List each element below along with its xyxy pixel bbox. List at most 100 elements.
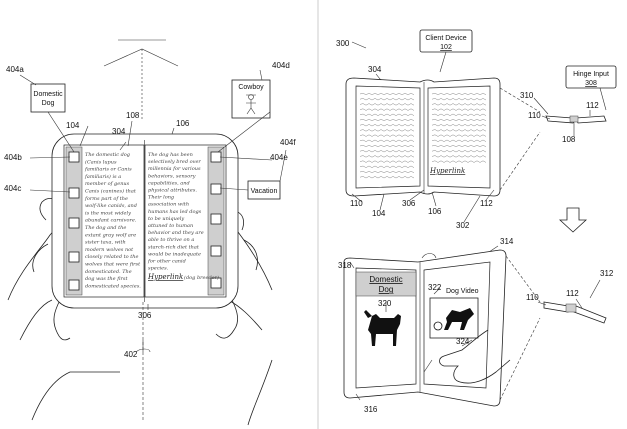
text-line: The domestic dog [85,152,130,158]
text-line: abundant carnivore. [85,218,137,224]
hyperlink-text[interactable]: Hyperlink [147,273,183,281]
ref-318: 318 [338,261,352,270]
bottom-domestic-label-2[interactable]: Dog [379,285,394,294]
text-line: Canis (canines) that [85,188,137,195]
text-line: sister taxa, with [85,240,126,246]
hinge-side-view-bottom [544,302,606,323]
text-line: would be inadequate [148,251,201,257]
ref-312: 312 [600,269,614,278]
hyperlink-suffix: (dog breeder) [184,274,219,281]
text-line: association with [148,202,189,208]
cowboy-icon[interactable] [69,188,79,198]
ref-302: 302 [456,221,470,230]
car-icon[interactable] [69,252,79,262]
ref-112-bottom: 112 [566,289,579,298]
ref-110-top: 110 [350,199,363,208]
client-device-label: Client Device [425,35,466,42]
ref-304: 304 [112,127,126,136]
text-line: domesticated. The [85,269,132,275]
ref-304-top: 304 [368,65,382,74]
ref-110-bottom: 110 [526,293,539,302]
text-line: domesticated species. [85,283,141,289]
text-line: able to thrive on a [148,237,194,243]
text-line: familiaris or Canis [84,167,132,173]
text-line: humans has led dogs [148,209,202,215]
ref-314: 314 [500,237,514,246]
ref-112-top: 112 [480,199,493,208]
hinge-input-label: Hinge Input [573,71,609,78]
text-line: starch-rich diet that [148,244,200,250]
text-line: to be uniquely [148,216,184,222]
transition-arrow-icon [560,208,586,232]
text-line: member of genus [85,181,130,187]
ref-104: 104 [66,121,80,130]
text-line: extant gray wolf are [85,232,136,238]
hinge-input-ref: 308 [585,80,597,87]
left-figure: The domestic dog(Canis lupus familiaris o… [4,40,296,425]
ref-104-top: 104 [372,209,386,218]
ref-316: 316 [364,405,378,414]
ref-404d: 404d [272,61,290,70]
ref-404f: 404f [280,138,296,147]
note-icon[interactable] [211,246,221,256]
text-line: familiaris) is a [84,173,121,180]
right-top-figure: 300 Client Device 102 304 Hyperlink 110 … [336,30,616,230]
ref-300: 300 [336,39,350,48]
ref-112-side: 112 [586,101,599,110]
ref-324: 324 [456,337,470,346]
ref-108-side: 108 [562,135,576,144]
text-line: Their long [148,195,174,201]
text-line: behavior and they are [148,230,204,236]
right-bottom-figure: 314 Domestic Dog Dog Video 318 320 322 3… [338,237,614,414]
text-line: physical attributes. [148,188,197,194]
text-line: (Canis lupus [85,158,117,165]
ref-306-top: 306 [402,199,416,208]
text-line: capabilities, and [148,180,190,186]
text-line: behaviors, sensory [148,173,196,179]
client-device-ref: 102 [440,44,452,51]
person-icon[interactable] [211,152,221,162]
chart-icon[interactable] [211,214,221,224]
text-line: millennia for various [148,166,201,172]
domestic-dog-label-line1: Domestic [33,91,63,98]
text-line: dog was the first [85,276,128,282]
bookmark-icon[interactable] [69,152,79,162]
text-line: modern wolves not [85,247,134,253]
text-line: attuned to human [148,223,193,229]
ref-310: 310 [520,91,534,100]
text-line: The dog has been [148,152,193,158]
domestic-dog-callout [31,84,65,112]
ref-110-side: 110 [528,111,541,120]
ref-404c: 404c [4,184,21,193]
text-line: selectively bred over [148,159,201,165]
ref-404b: 404b [4,153,22,162]
ref-404e: 404e [270,153,288,162]
house-icon[interactable] [211,184,221,194]
cowboy-label: Cowboy [238,84,264,91]
right-page-text: The dog has beenselectively bred overmil… [147,152,204,272]
ref-320: 320 [378,299,392,308]
ref-106-top: 106 [428,207,442,216]
text-line: for other canid [147,259,186,265]
dog-video-label: Dog Video [446,288,479,295]
ref-306: 306 [138,311,152,320]
ref-106: 106 [176,119,190,128]
ref-108: 108 [126,111,140,120]
text-line: wolves that were first [85,262,141,268]
ref-404a: 404a [6,65,24,74]
text-line: closely related to the [85,254,138,260]
dog-icon[interactable] [69,218,79,228]
text-line: species. [148,266,169,272]
text-line: forms part of the [84,196,128,202]
sign-icon[interactable] [69,280,79,290]
text-line: The dog and the [85,225,126,231]
domestic-dog-label-line2: Dog [42,100,55,107]
ref-322: 322 [428,283,442,292]
hinge-side-view-top [546,116,606,123]
vacation-label: Vacation [251,188,278,195]
bottom-domestic-label-1[interactable]: Domestic [369,275,402,284]
top-hyperlink[interactable]: Hyperlink [429,167,465,175]
text-line: is the most widely [85,210,131,216]
text-line: wolf-like canids, and [85,203,137,209]
